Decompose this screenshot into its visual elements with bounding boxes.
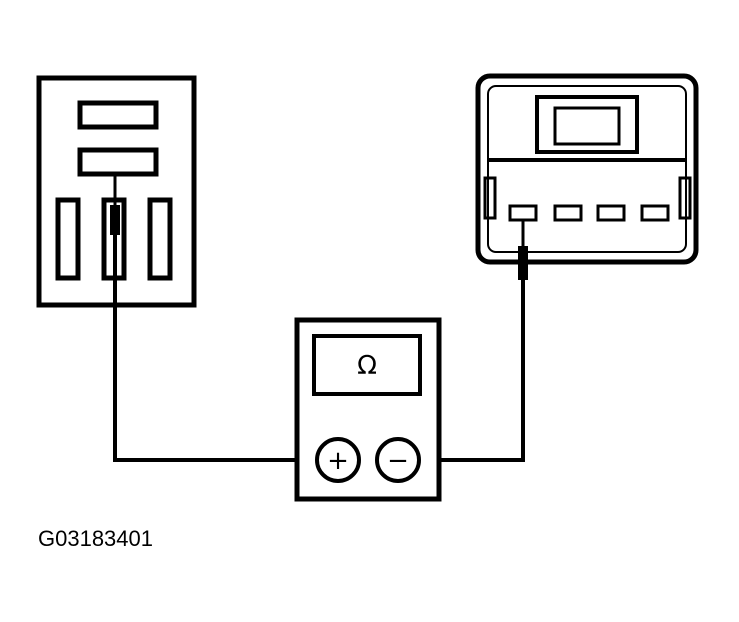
connector-outer	[475, 73, 699, 265]
negative-terminal	[375, 437, 421, 483]
connector-pin-3	[596, 204, 626, 222]
connector-latch	[535, 95, 639, 154]
probe-tip-right	[518, 246, 528, 280]
connector-inner	[487, 85, 687, 253]
positive-test-lead	[113, 235, 318, 462]
terminal-slot-left	[55, 197, 81, 281]
ohmmeter: Ω + −	[294, 317, 442, 502]
connector-side-tab-left	[483, 176, 497, 220]
terminal-slot-right	[147, 197, 173, 281]
positive-terminal-label: +	[327, 446, 349, 476]
negative-test-lead	[420, 280, 525, 462]
figure-id: G03183401	[38, 526, 153, 551]
probe-tip-left	[110, 205, 120, 235]
positive-terminal	[315, 437, 361, 483]
negative-terminal-label: −	[387, 446, 409, 476]
terminal-slot-top	[77, 100, 159, 130]
connector-pin-4	[640, 204, 670, 222]
meter-display	[312, 334, 422, 396]
connector-pin-1	[508, 204, 538, 222]
test-leads	[113, 235, 525, 462]
meter-display-symbol: Ω	[357, 351, 377, 381]
terminal-slot-middle	[77, 147, 159, 177]
electrical-connector	[475, 73, 699, 280]
connector-pin-2	[553, 204, 583, 222]
connector-side-tab-right	[678, 176, 692, 220]
